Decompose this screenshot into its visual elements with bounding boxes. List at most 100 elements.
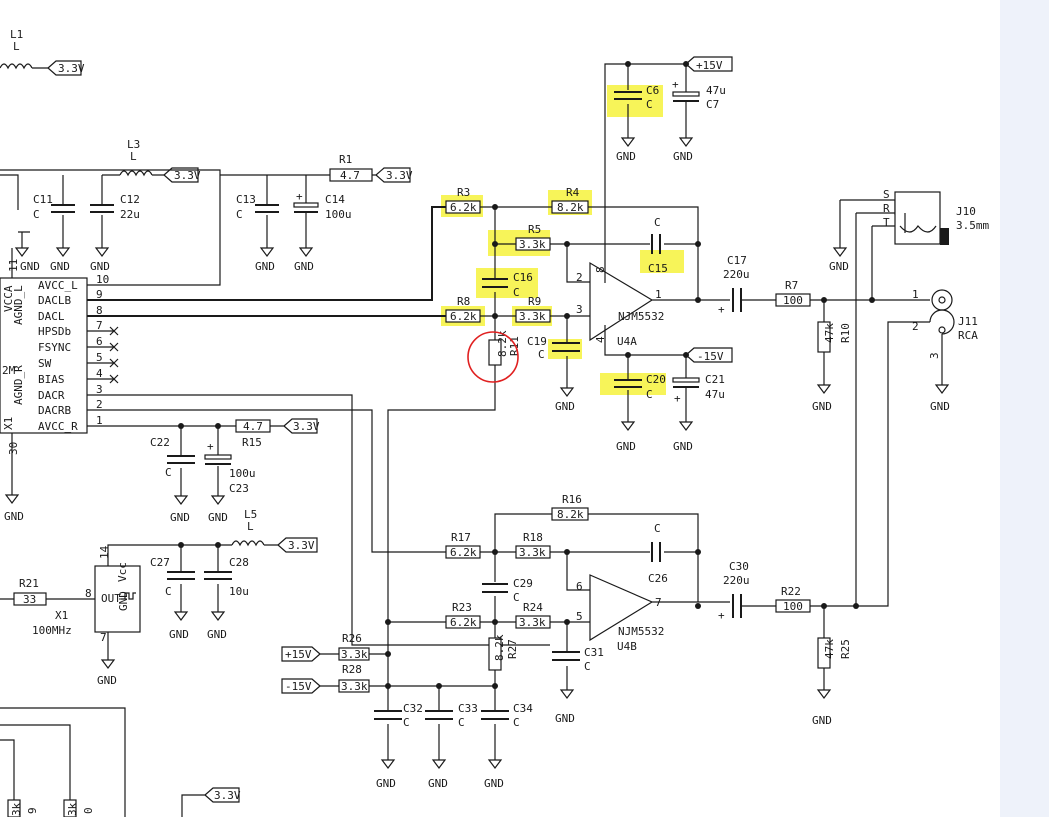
dac-pin-name: SW — [38, 357, 52, 370]
c33-gnd: GND — [428, 777, 448, 790]
x1-ref: X1 — [55, 609, 68, 622]
oscillator-x1: OUT Vcc GND 14 8 7 C27 C C28 10u GND GND… — [0, 508, 318, 687]
r23-ref: R23 — [452, 601, 472, 614]
bottom-left-part: 3k — [10, 802, 23, 816]
c20-gnd: GND — [616, 440, 636, 453]
c17-ref: C17 — [727, 254, 747, 267]
dac-pins: 10AVCC_L9DACLB8DACL7HPSDb6FSYNC5SW4BIAS3… — [38, 273, 119, 433]
c29-val: C — [513, 591, 520, 604]
dac-pin30: 30 — [7, 442, 20, 455]
c23-ref: C23 — [229, 482, 249, 495]
r26-ref: R26 — [342, 632, 362, 645]
c33-val: C — [458, 716, 465, 729]
bottom-right-part: 3k — [66, 802, 79, 816]
c12-gnd: GND — [90, 260, 110, 273]
dac-pin-number: 3 — [96, 383, 103, 396]
c31-ref: C31 — [584, 646, 604, 659]
schematic-canvas: L1 L 3.3V VCCA AGND_L AGND_R X1 2M 11 30… — [0, 28, 989, 817]
c20-ref: C20 — [646, 373, 666, 386]
r27-ref: R27 — [506, 639, 519, 659]
decoupling-c11-c12: C11 C C12 22u GND GND L3 L 3.3V — [33, 138, 201, 273]
u4b-pin5: 5 — [576, 610, 583, 623]
c21-plus: + — [674, 392, 681, 405]
c34-ref: C34 — [513, 702, 533, 715]
c11-ref: C11 — [33, 193, 53, 206]
r25-gnd: GND — [812, 714, 832, 727]
r3-ref: R3 — [457, 186, 470, 199]
dac-pin-number: 1 — [96, 414, 103, 427]
dac-label-vcca: VCCA — [2, 285, 15, 312]
r25-val: 47k — [823, 639, 836, 659]
c15-val: C — [654, 216, 661, 229]
dac-pin-number: 10 — [96, 273, 109, 286]
c22-val: C — [165, 466, 172, 479]
c19-gnd: GND — [555, 400, 575, 413]
c19-ref: C19 — [527, 335, 547, 348]
x1-gnd-label: GND — [117, 591, 130, 611]
c15-ref: C15 — [648, 262, 668, 275]
l5-val: L — [247, 520, 254, 533]
j11-pin1: 1 — [912, 288, 919, 301]
j10-pin-t: T — [883, 216, 890, 229]
c16-ref: C16 — [513, 271, 533, 284]
c6-gnd: GND — [616, 150, 636, 163]
c7-val: 47u — [706, 84, 726, 97]
x1-val: 100MHz — [32, 624, 72, 637]
dac-ic: VCCA AGND_L AGND_R X1 2M 11 30 GND GND 1… — [0, 169, 221, 523]
r26-val: 3.3k — [341, 648, 368, 661]
dac-pin-name: AVCC_R — [38, 420, 78, 433]
decoupling-c13-c14: + C13 C C14 100u GND GND 4.7 R1 3.3V — [220, 153, 413, 273]
r15-net-label: 3.3V — [293, 420, 320, 433]
n15-label: -15V — [697, 350, 724, 363]
c14-gnd: GND — [294, 260, 314, 273]
dac-pin-name: FSYNC — [38, 341, 71, 354]
c22-gnd: GND — [170, 511, 190, 524]
dac-pin-noconnect — [87, 342, 119, 352]
c21-gnd: GND — [673, 440, 693, 453]
r15-val: 4.7 — [243, 420, 263, 433]
c13-ref: C13 — [236, 193, 256, 206]
avcc-r-supply: + C22 C R15 100u C23 GND GND 4.7 3.3V — [87, 418, 320, 524]
l3-val: L — [130, 150, 137, 163]
highlight-c16 — [476, 268, 538, 298]
dac-label-agnd-r: AGND_R — [12, 365, 25, 405]
c22-ref: C22 — [150, 436, 170, 449]
x1-pin14: 14 — [98, 545, 111, 559]
j11-gnd: GND — [930, 400, 950, 413]
r25-ref: R25 — [839, 639, 852, 659]
right-channel: 6.2k R17 3.3k R18 8.2k R16 C C26 C29 C 6… — [87, 321, 930, 790]
c7-plus: + — [672, 78, 679, 91]
j11-pin2: 2 — [912, 320, 919, 333]
c7-ref: C7 — [706, 98, 719, 111]
bias-n15-label: -15V — [285, 680, 312, 693]
j10-pin-r: R — [883, 202, 890, 215]
j11-pin3: 3 — [928, 352, 941, 359]
c23-gnd: GND — [208, 511, 228, 524]
dac-gnd-top: GND — [20, 260, 40, 273]
c14-ref: C14 — [325, 193, 345, 206]
c7-gnd: GND — [673, 150, 693, 163]
u4b-pin6: 6 — [576, 580, 583, 593]
u4a-pin1: 1 — [655, 288, 662, 301]
x1-out-label: OUT — [101, 592, 121, 605]
c20-val: C — [646, 388, 653, 401]
r21-ref: R21 — [19, 577, 39, 590]
r10-ref: R10 — [839, 323, 852, 343]
c13-val: C — [236, 208, 243, 221]
r16-val: 8.2k — [557, 508, 584, 521]
dac-pin-name: AVCC_L — [38, 279, 78, 292]
jack-j11: 1 2 3 J11 RCA GND — [912, 288, 978, 413]
c6-val: C — [646, 98, 653, 111]
r17-val: 6.2k — [450, 546, 477, 559]
dac-pin-noconnect — [87, 326, 119, 336]
dac-partial-label: 2M — [2, 364, 16, 377]
l1-ref: L1 — [10, 28, 23, 41]
u4a-part: NJM5532 — [618, 310, 664, 323]
dac-pin-name: DACLB — [38, 294, 71, 307]
dac-pin-number: 6 — [96, 335, 103, 348]
l1-val: L — [13, 40, 20, 53]
r9-ref: R9 — [528, 295, 541, 308]
dac-pin-name: DACR — [38, 389, 65, 402]
x1-vcc-label: Vcc — [116, 562, 129, 582]
c17-val: 220u — [723, 268, 750, 281]
